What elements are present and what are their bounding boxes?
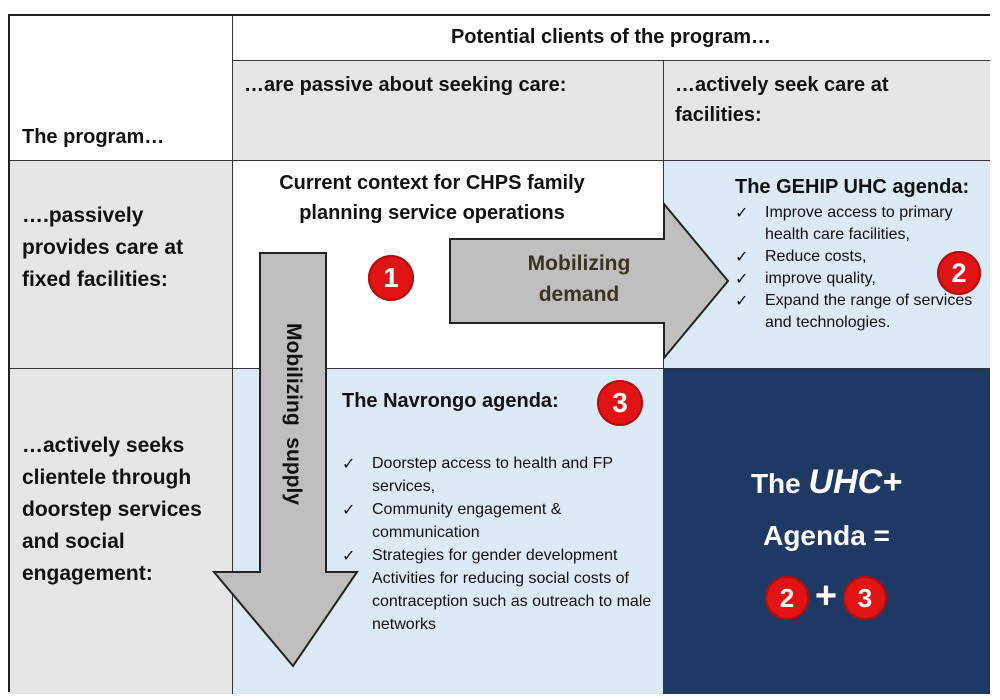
- uhc-plus-line1: The UHC+: [663, 464, 990, 502]
- grid-line-vertical-1: [232, 16, 233, 694]
- check-icon: ✓: [735, 247, 749, 266]
- grid-line-horizontal-3: [10, 368, 990, 369]
- grid-line-horizontal-2: [10, 160, 990, 161]
- column-header-active: …actively seek care at facilities:: [663, 60, 990, 160]
- check-icon: ✓: [342, 454, 356, 473]
- gehip-item-text: Improve access to primary health care fa…: [765, 204, 953, 243]
- badge-2-small: 2: [765, 576, 809, 620]
- diagram-frame: The program… Potential clients of the pr…: [8, 14, 990, 694]
- navrongo-item-text: Activities for reducing social costs of …: [372, 570, 652, 633]
- row2-label-cell: …actively seeks clientele through doorst…: [10, 368, 232, 694]
- column-header-passive-label: …are passive about seeking care:: [244, 74, 567, 96]
- uhc-plus-line2: Agenda =: [763, 520, 890, 551]
- header-row-header-cell: The program…: [10, 16, 232, 160]
- check-icon: ✓: [342, 546, 356, 565]
- gehip-list: ✓ Improve access to primary health care f…: [735, 202, 985, 334]
- gehip-item-text: improve quality,: [765, 270, 876, 287]
- gehip-item-text: Reduce costs,: [765, 248, 867, 265]
- navrongo-item-text: Community engagement & communication: [372, 501, 562, 541]
- current-context-title: Current context for CHPS family planning…: [279, 172, 585, 224]
- badge-3-small: 3: [843, 576, 887, 620]
- plus-sign: +: [814, 575, 838, 617]
- check-icon: ✓: [735, 269, 749, 288]
- column-header-passive: …are passive about seeking care:: [232, 60, 663, 160]
- gehip-list-item: ✓ improve quality,: [735, 268, 985, 290]
- grid-line-vertical-2: [663, 60, 664, 694]
- mobilizing-demand-label: Mobilizing demand: [527, 252, 631, 306]
- navrongo-list: ✓ Doorstep access to health and FP servic…: [342, 452, 652, 636]
- badge-3: 3: [597, 380, 643, 426]
- mobilizing-supply-text: Mobilizing supply: [282, 323, 305, 505]
- mobilizing-supply-arrow: [211, 252, 359, 668]
- mobilizing-demand-arrow: [449, 201, 730, 361]
- uhc-plus-prefix: The: [750, 468, 809, 499]
- cell-uhc-plus-agenda: The UHC+ Agenda = 2 + 3: [663, 368, 990, 694]
- check-icon: ✓: [342, 500, 356, 519]
- cell-gehip-uhc-agenda: The GEHIP UHC agenda: ✓ Improve access to…: [663, 160, 990, 368]
- row1-label-cell: ….passively provides care at fixed facil…: [10, 160, 232, 368]
- navrongo-title: The Navrongo agenda:: [342, 390, 559, 412]
- top-header-cell: Potential clients of the program…: [232, 16, 990, 60]
- navrongo-list-item: ✓ Doorstep access to health and FP servic…: [342, 452, 652, 498]
- badge-1: 1: [368, 255, 414, 301]
- navrongo-list-item: ✓Activities for reducing social costs of…: [342, 567, 652, 636]
- uhc-plus-em: UHC+: [808, 463, 903, 501]
- gehip-title: The GEHIP UHC agenda:: [735, 176, 970, 198]
- top-header-label: Potential clients of the program…: [450, 26, 772, 48]
- grid-line-horizontal-1: [232, 60, 990, 61]
- badge-2: 2: [937, 251, 981, 295]
- gehip-list-item: ✓ Reduce costs,: [735, 246, 985, 268]
- gehip-list-item: ✓ Expand the range of services and techno…: [735, 290, 985, 334]
- row2-label: …actively seeks clientele through doorst…: [22, 434, 202, 585]
- check-icon: ✓: [735, 291, 749, 310]
- column-header-active-label: …actively seek care at facilities:: [675, 74, 889, 126]
- check-icon: ✓: [735, 203, 749, 222]
- navrongo-item-text: Doorstep access to health and FP service…: [372, 455, 613, 495]
- row-header-label: The program…: [22, 126, 165, 148]
- gehip-item-text: Expand the range of services and technol…: [765, 292, 973, 331]
- navrongo-item-text: Strategies for gender development: [372, 547, 618, 564]
- navrongo-list-item: ✓ Community engagement & communication: [342, 498, 652, 544]
- row1-label: ….passively provides care at fixed facil…: [22, 204, 184, 291]
- navrongo-list-item: ✓ Strategies for gender development: [342, 544, 652, 567]
- gehip-list-item: ✓ Improve access to primary health care f…: [735, 202, 985, 246]
- arrows-overlay: [211, 201, 730, 668]
